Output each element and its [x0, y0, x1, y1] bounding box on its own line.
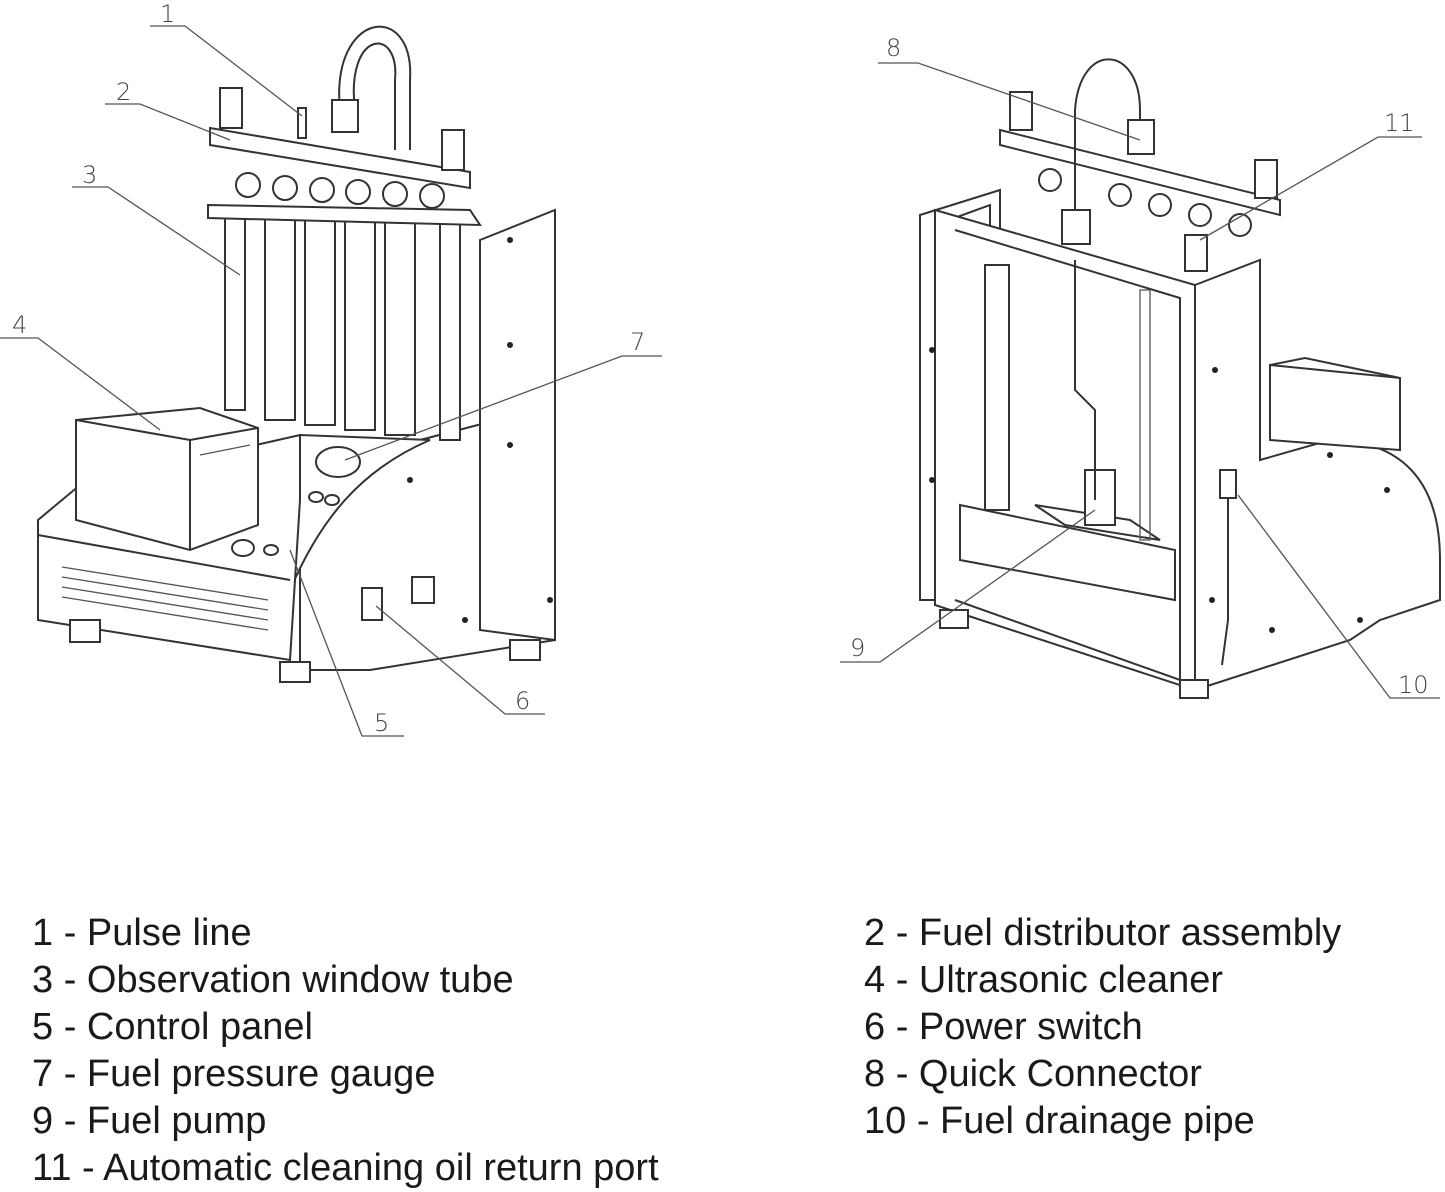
callout-8: 8 — [878, 34, 1141, 141]
legend-item: 11 - Automatic cleaning oil return port — [32, 1147, 659, 1189]
legend-item: 5 - Control panel — [32, 1006, 313, 1048]
machine-diagram: 1 2 3 4 5 6 7 8 9 10 11 — [0, 0, 1441, 737]
legend-item: 7 - Fuel pressure gauge — [32, 1053, 436, 1095]
legend-item: 10 - Fuel drainage pipe — [864, 1100, 1255, 1142]
back-view-drawing — [919, 58, 1441, 699]
callout-5: 5 — [289, 549, 404, 737]
svg-text:2: 2 — [116, 78, 131, 106]
callout-6: 6 — [375, 605, 545, 715]
callout-4: 4 — [0, 311, 161, 431]
callout-1: 1 — [150, 0, 303, 117]
legend-item: 1 - Pulse line — [32, 912, 252, 954]
svg-text:5: 5 — [374, 709, 389, 737]
svg-text:9: 9 — [850, 634, 865, 662]
legend-item: 2 - Fuel distributor assembly — [864, 912, 1342, 954]
svg-text:6: 6 — [515, 687, 530, 715]
front-view-drawing — [37, 25, 556, 683]
callout-3: 3 — [72, 161, 241, 276]
svg-text:1: 1 — [160, 0, 175, 28]
svg-text:8: 8 — [886, 34, 901, 62]
callout-11: 11 — [1199, 109, 1422, 241]
svg-text:10: 10 — [1398, 671, 1429, 699]
svg-text:3: 3 — [82, 161, 97, 189]
legend-item: 6 - Power switch — [864, 1006, 1143, 1048]
legend-item: 8 - Quick Connector — [864, 1053, 1202, 1095]
legend-right-column: 2 - Fuel distributor assembly 4 - Ultras… — [864, 910, 1341, 1145]
callout-9: 9 — [840, 509, 1096, 663]
injector-row — [235, 172, 445, 209]
svg-text:11: 11 — [1384, 109, 1415, 137]
legend-item: 3 - Observation window tube — [32, 959, 514, 1001]
callout-7: 7 — [344, 328, 662, 461]
legend-left-column: 1 - Pulse line 3 - Observation window tu… — [32, 910, 659, 1192]
svg-text:4: 4 — [12, 311, 27, 339]
vent-grille — [61, 566, 269, 631]
callout-2: 2 — [105, 78, 231, 141]
svg-text:7: 7 — [630, 328, 645, 356]
legend-item: 9 - Fuel pump — [32, 1100, 267, 1142]
legend-item: 4 - Ultrasonic cleaner — [864, 959, 1224, 1001]
callout-10: 10 — [1237, 494, 1440, 699]
